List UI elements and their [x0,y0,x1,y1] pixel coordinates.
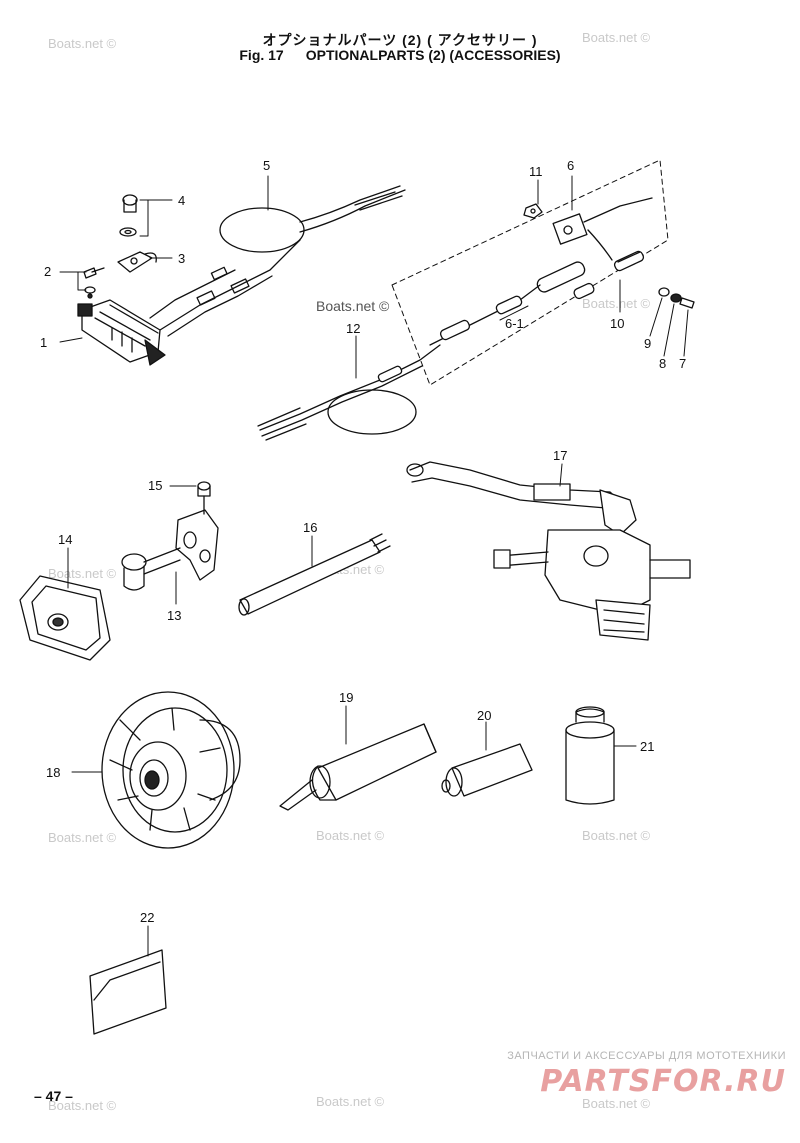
part-14-panel [19,575,111,661]
part-12-wire-harness [257,344,441,441]
part-label-1: 1 [40,335,47,350]
watermark: Boats.net © [48,566,117,581]
watermark: Boats.net © [582,1096,651,1111]
part-11-nut [523,203,543,219]
part-label-10: 10 [610,316,624,331]
part-21-spray-can [565,706,615,805]
brand-tagline: ЗАПЧАСТИ И АКСЕССУАРЫ ДЛЯ МОТОТЕХНИКИ [507,1050,786,1062]
part-label-17: 17 [553,448,567,463]
part-2-screw [83,267,105,299]
part-label-4: 4 [178,193,185,208]
part-7-screw [679,297,695,309]
watermark: Boats.net © [48,1098,117,1113]
part-label-12: 12 [346,321,360,336]
part-label-21: 21 [640,739,654,754]
part-15-screw [197,481,211,515]
part-label-3: 3 [178,251,185,266]
part-5-wire-harness [149,185,406,337]
brand-block: ЗАПЧАСТИ И АКСЕССУАРЫ ДЛЯ МОТОТЕХНИКИ PA… [507,1050,786,1099]
part-label-11: 11 [529,164,543,179]
part-label-20: 20 [477,708,491,723]
part-1-connector [77,299,166,366]
watermark: Boats.net © [316,298,390,314]
part-9-washer [658,287,670,297]
part-label-6-1: 6-1 [505,316,524,331]
watermark: Boats.net © [582,296,651,311]
part-8-lockwasher [670,293,682,303]
part-16-cable-rod [238,533,391,616]
part-label-22: 22 [140,910,154,925]
part-3-clamp [117,251,157,273]
part-10-fuse-holder [613,250,645,272]
part-label-7: 7 [679,356,686,371]
part-label-9: 9 [644,336,651,351]
part-13-bracket [121,509,219,591]
part-label-13: 13 [167,608,181,623]
watermark: Boats.net © [582,828,651,843]
part-18-pulley [101,691,241,849]
watermark: Boats.net © [48,830,117,845]
figure-title: OPTIONALPARTS (2) (ACCESSORIES) [305,47,561,63]
part-label-14: 14 [58,532,72,547]
figure-number: Fig. 17 [239,47,284,63]
part-label-8: 8 [659,356,666,371]
part-label-6: 6 [567,158,574,173]
part-label-15: 15 [148,478,162,493]
watermark: Boats.net © [48,36,117,51]
watermark: Boats.net © [316,828,385,843]
part-labels: 1 2 3 4 5 6 6-1 7 8 9 10 11 12 13 14 15 … [40,158,686,925]
part-20-sealant-tube [441,743,533,797]
figure-title-japanese: オプショナルパーツ (2) ( アクセサリー ) [262,32,538,48]
part-label-5: 5 [263,158,270,173]
part-label-2: 2 [44,264,51,279]
brand-logo: PARTSFOR.RU [540,1064,786,1099]
part-4-screw [119,194,138,237]
part-17-remote-control [406,461,691,641]
part-label-19: 19 [339,690,353,705]
part-19-grease-tube [279,723,437,811]
part-label-16: 16 [303,520,317,535]
part-22-manual [89,949,167,1035]
part-6-switch-unit [391,159,669,386]
part-label-18: 18 [46,765,60,780]
figure-title-english: Fig. 17 OPTIONALPARTS (2) (ACCESSORIES) [0,47,800,63]
page-number: – 47 – [34,1088,73,1104]
watermark: Boats.net © [316,1094,385,1109]
watermark: Boats.net © [582,30,651,45]
